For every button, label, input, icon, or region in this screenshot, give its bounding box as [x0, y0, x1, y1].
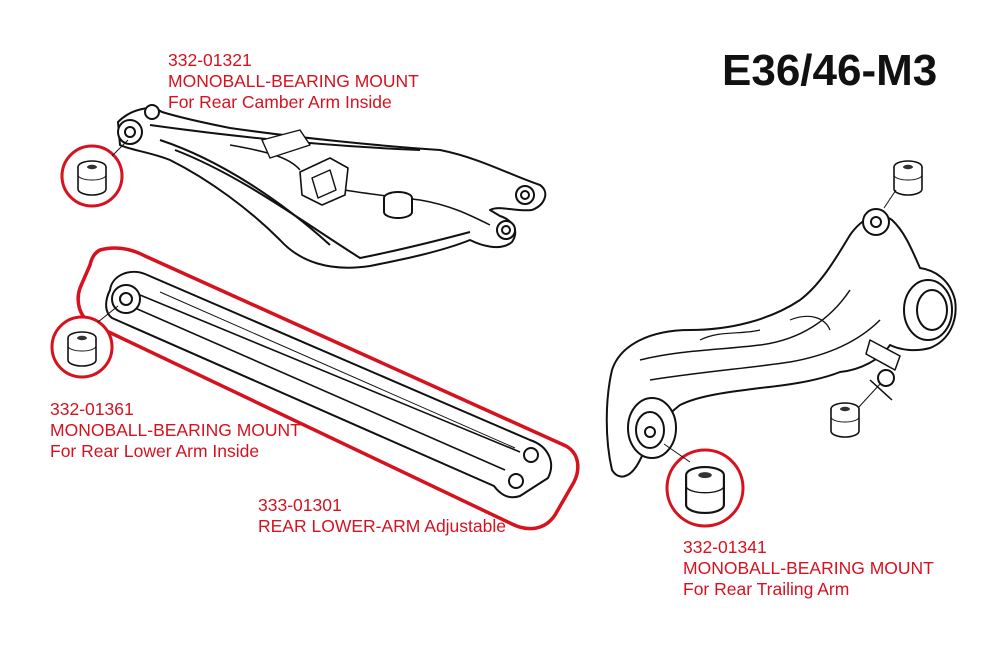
model-title: E36/46-M3 — [722, 46, 938, 95]
monoball-circle-332-01341 — [665, 448, 745, 528]
label-lower-arm-mount: 332-01361 MONOBALL-BEARING MOUNT For Rea… — [50, 399, 301, 462]
part-number: 333-01301 — [258, 495, 342, 515]
part-name: MONOBALL-BEARING MOUNT — [168, 71, 419, 91]
part-name: MONOBALL-BEARING MOUNT — [683, 558, 934, 578]
leader-lines — [97, 139, 897, 463]
label-camber-arm-mount: 332-01321 MONOBALL-BEARING MOUNT For Rea… — [168, 50, 419, 113]
lower-arm-drawing — [76, 246, 580, 531]
lower-arm-highlight-frame — [76, 246, 580, 531]
label-lower-arm-adjustable: 333-01301 REAR LOWER-ARM Adjustable — [258, 495, 506, 537]
trailing-arm-drawing — [605, 208, 957, 478]
part-number: 332-01341 — [683, 537, 767, 557]
monoball-circle-332-01321 — [60, 144, 124, 208]
monoball-circle-332-01361 — [50, 315, 114, 379]
camber-arm-drawing — [117, 104, 547, 269]
part-name: REAR LOWER-ARM Adjustable — [258, 516, 506, 536]
part-name: MONOBALL-BEARING MOUNT — [50, 420, 301, 440]
part-description: For Rear Camber Arm Inside — [168, 92, 392, 112]
label-trailing-arm-mount: 332-01341 MONOBALL-BEARING MOUNT For Rea… — [683, 537, 934, 600]
part-description: For Rear Lower Arm Inside — [50, 441, 260, 461]
part-description: For Rear Trailing Arm — [683, 579, 850, 599]
part-number: 332-01361 — [50, 399, 134, 419]
part-number: 332-01321 — [168, 50, 252, 70]
